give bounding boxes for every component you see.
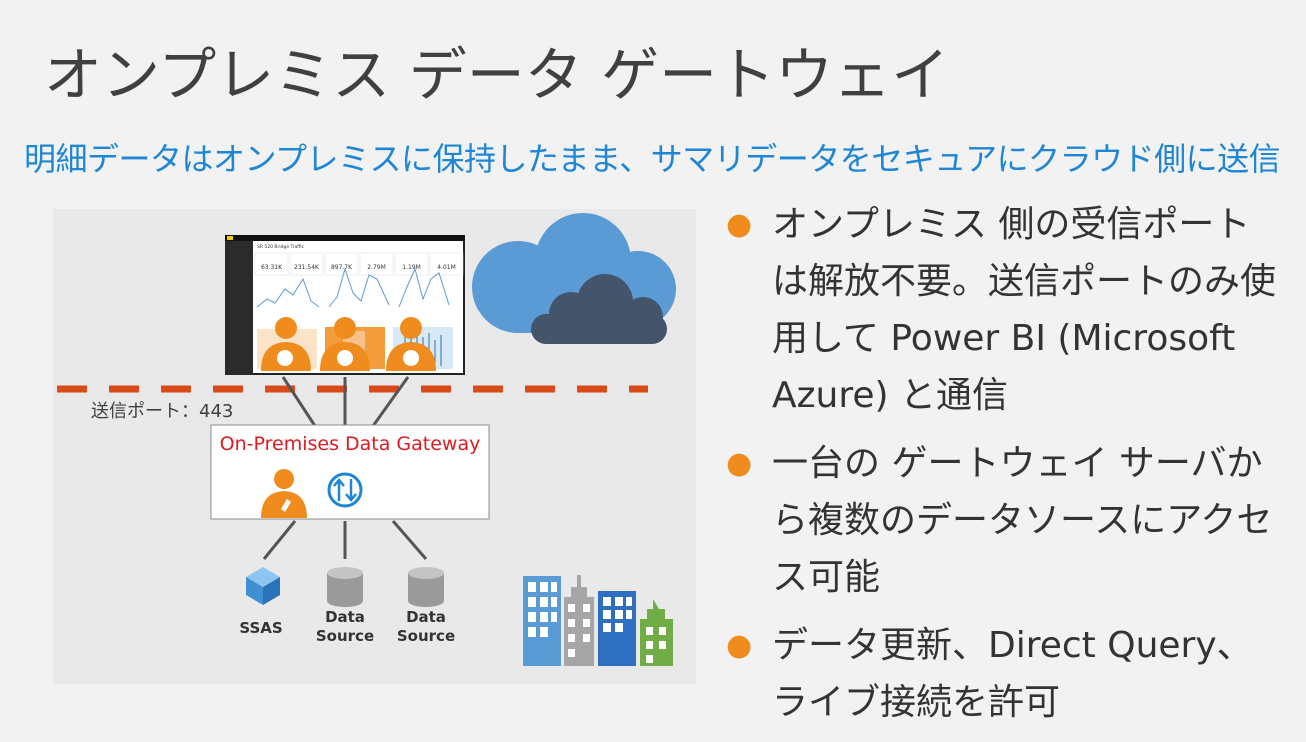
- source-label-ssas: SSAS: [239, 619, 282, 637]
- bullet-list: ● オンプレミス 側の受信ポートは解放不要。送信ポートのみ使用して Power …: [722, 196, 1282, 742]
- gateway-diagram: SR 520 Bridge Traffic 63.31K 231.54K 897.7…: [53, 209, 696, 684]
- bullet-item: ● 一台の ゲートウェイ サーバから複数のデータソースにアクセス可能: [722, 435, 1282, 606]
- bullet-text: 一台の ゲートウェイ サーバから複数のデータソースにアクセス可能: [772, 435, 1282, 606]
- source-label-data-1: Data: [325, 608, 365, 626]
- connector-lines-bottom: [264, 521, 426, 559]
- database-icon: [327, 567, 363, 607]
- gateway-label: On-Premises Data Gateway: [220, 433, 481, 455]
- ssas-cube-icon: [246, 567, 280, 605]
- bullet-item: ● データ更新、Direct Query、ライブ接続を許可: [722, 617, 1282, 731]
- slide-title: オンプレミス データ ゲートウェイ: [44, 28, 949, 112]
- bullet-text: データ更新、Direct Query、ライブ接続を許可: [772, 617, 1282, 731]
- diagram-canvas: SR 520 Bridge Traffic 63.31K 231.54K 897.7…: [53, 209, 696, 684]
- database-icon: [408, 567, 444, 607]
- kpi-value: 231.54K: [294, 264, 320, 271]
- gateway-box: On-Premises Data Gateway: [211, 425, 489, 519]
- bullet-dot-icon: ●: [726, 617, 752, 674]
- source-label-source-1: Source: [316, 627, 374, 645]
- buildings-icon: [523, 575, 673, 666]
- cloud-icon: [472, 213, 676, 344]
- slide-subtitle: 明細データはオンプレミスに保持したまま、サマリデータをセキュアにクラウド側に送信: [24, 134, 1280, 180]
- kpi-value: 2.79M: [367, 264, 386, 271]
- source-label-source-2: Source: [397, 627, 455, 645]
- bullet-text: オンプレミス 側の受信ポートは解放不要。送信ポートのみ使用して Power BI…: [772, 196, 1282, 424]
- bullet-dot-icon: ●: [726, 196, 752, 253]
- dashboard-title: SR 520 Bridge Traffic: [257, 244, 305, 250]
- kpi-value: 4.01M: [437, 264, 456, 271]
- kpi-value: 63.31K: [261, 264, 283, 271]
- bullet-item: ● オンプレミス 側の受信ポートは解放不要。送信ポートのみ使用して Power …: [722, 196, 1282, 424]
- connector-lines-top: [283, 377, 408, 426]
- kpi-value: 1.19M: [402, 264, 421, 271]
- sync-arrows-icon: [329, 474, 361, 506]
- port-label: 送信ポート：443: [91, 401, 233, 422]
- bullet-dot-icon: ●: [726, 435, 752, 492]
- kpi-value: 897.7K: [331, 264, 353, 271]
- source-label-data-2: Data: [406, 608, 446, 626]
